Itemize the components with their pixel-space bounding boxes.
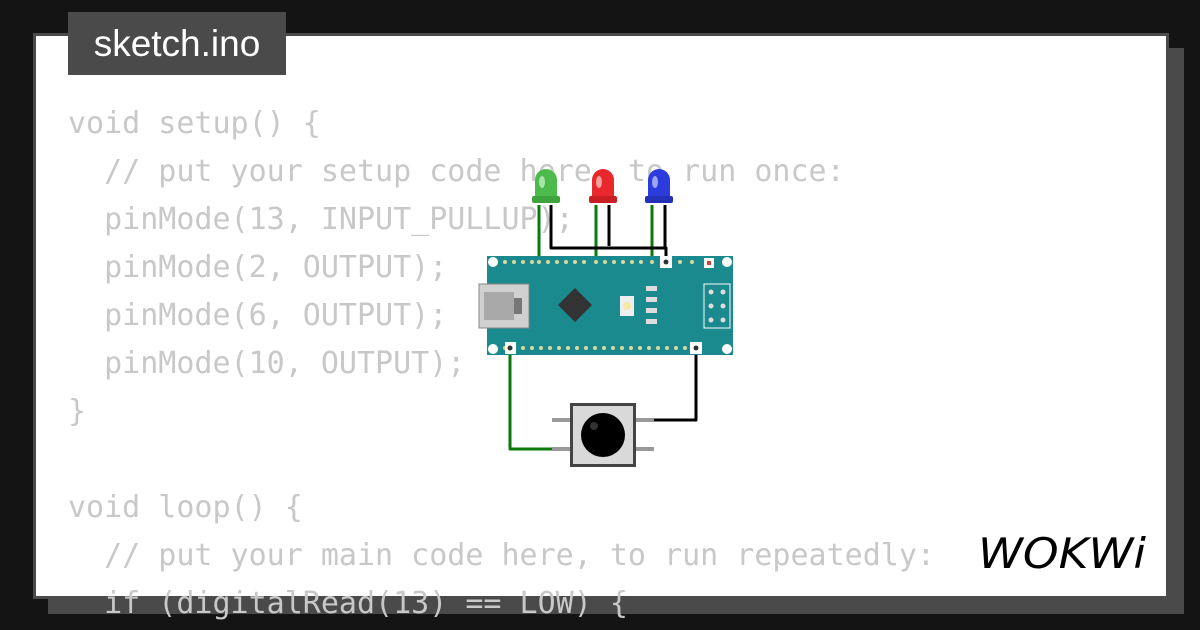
- arduino-nano-board[interactable]: [478, 256, 733, 355]
- led-blue[interactable]: [645, 169, 673, 203]
- wire-ground-green: [549, 205, 668, 262]
- bottom-pin-header: [503, 346, 687, 350]
- code-line-11: if (digitalRead(13) == LOW) {: [68, 586, 628, 621]
- wire-button-signal: [508, 348, 555, 451]
- board-mounting-holes: [488, 257, 732, 354]
- top-pin-header: [503, 260, 694, 264]
- wokwi-logo: WOKWi: [978, 529, 1146, 576]
- led-green[interactable]: [532, 169, 560, 203]
- wokwi-logo-text: WOKWi: [978, 529, 1146, 576]
- code-line-4: pinMode(2, OUTPUT);: [68, 250, 448, 285]
- led-red[interactable]: [589, 169, 617, 203]
- status-leds: [646, 286, 657, 324]
- usb-connector: [478, 283, 530, 329]
- icsp-header: [703, 283, 731, 329]
- code-line-9: void loop() {: [68, 490, 303, 525]
- code-line-10: // put your main code here, to run repea…: [68, 538, 935, 573]
- filename-label: sketch.ino: [93, 22, 261, 64]
- code-line-5: pinMode(6, OUTPUT);: [68, 298, 448, 333]
- pushbutton[interactable]: [552, 403, 654, 467]
- code-line-6: pinMode(10, OUTPUT);: [68, 346, 466, 381]
- code-line-1: void setup() {: [68, 106, 321, 141]
- code-line-3: pinMode(13, INPUT_PULLUP);: [68, 202, 574, 237]
- wires: [508, 205, 698, 451]
- microcontroller-chip: [558, 288, 592, 322]
- wire-button-ground: [652, 348, 698, 422]
- code-line-7: }: [68, 394, 87, 429]
- reset-button[interactable]: [620, 296, 634, 316]
- code-line-2: // put your setup code here, to run once…: [68, 154, 845, 189]
- filename-tab[interactable]: sketch.ino: [68, 12, 286, 75]
- code-preview: void setup() { // put your setup code he…: [68, 100, 935, 628]
